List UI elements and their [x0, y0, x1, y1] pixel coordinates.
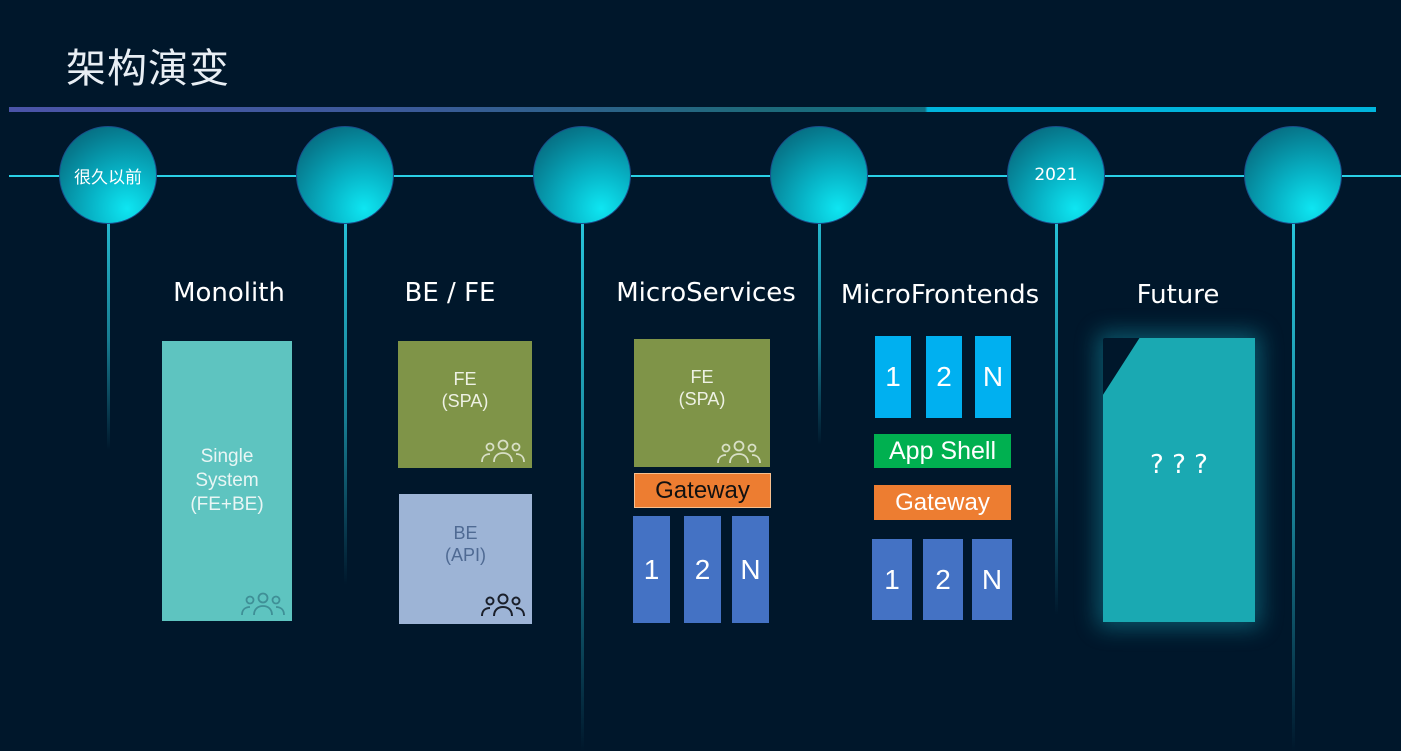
- stage-label-microservices: MicroServices: [616, 278, 796, 308]
- timeline-node-2: [296, 126, 394, 224]
- be-line-1: BE: [453, 523, 478, 543]
- stage-label-monolith: Monolith: [173, 278, 285, 308]
- mf-service-n: N: [972, 539, 1012, 620]
- fe-line-2: (SPA): [441, 390, 489, 411]
- mf-service-1: 1: [872, 539, 912, 620]
- title-underline: [9, 107, 1376, 112]
- ms-gateway: Gateway: [634, 473, 771, 508]
- mf-frontend-2: 2: [926, 336, 962, 418]
- timeline-drop-5: [1055, 175, 1058, 615]
- befe-be-box: BE (API): [399, 494, 532, 624]
- timeline-drop-2: [344, 175, 347, 585]
- befe-fe-box: FE (SPA): [398, 341, 532, 468]
- timeline-node-label: 很久以前: [74, 167, 142, 188]
- be-line-2: (API): [444, 545, 486, 565]
- timeline-node-1: 很久以前: [59, 126, 157, 224]
- monolith-box: Single System (FE+BE): [162, 341, 292, 621]
- timeline-drop-1: [107, 175, 110, 450]
- mf-gateway: Gateway: [874, 485, 1011, 520]
- mf-service-2: 2: [923, 539, 963, 620]
- timeline-node-6: [1244, 126, 1342, 224]
- ms-service-n: N: [732, 516, 769, 623]
- fe-line-2: (SPA): [678, 389, 726, 409]
- people-icon: [481, 593, 525, 617]
- fe-line-1: FE: [453, 368, 477, 389]
- stage-label-befe: BE / FE: [404, 278, 496, 308]
- people-icon: [481, 439, 525, 463]
- fe-line-1: FE: [690, 367, 714, 387]
- timeline-drop-3: [581, 175, 584, 751]
- ms-fe-box: FE (SPA): [634, 339, 770, 467]
- timeline-axis: [9, 175, 1401, 177]
- timeline-drop-6: [1292, 175, 1295, 751]
- people-icon: [241, 592, 285, 616]
- ms-service-2: 2: [684, 516, 721, 623]
- monolith-line-1: Single: [200, 446, 254, 467]
- timeline-node-4: [770, 126, 868, 224]
- ms-service-1: 1: [633, 516, 670, 623]
- stage-label-future: Future: [1136, 280, 1220, 310]
- mf-app-shell: App Shell: [874, 434, 1011, 468]
- monolith-line-2: System: [195, 470, 259, 491]
- timeline-drop-4: [818, 175, 821, 445]
- monolith-line-3: (FE+BE): [190, 494, 264, 515]
- mf-frontend-n: N: [975, 336, 1011, 418]
- timeline-node-label: 2021: [1034, 165, 1078, 185]
- stage-label-microfrontends: MicroFrontends: [840, 280, 1040, 310]
- timeline-node-3: [533, 126, 631, 224]
- mf-frontend-1: 1: [875, 336, 911, 418]
- timeline-node-5: 2021: [1007, 126, 1105, 224]
- page-title: 架构演变: [66, 46, 230, 92]
- future-box: ? ? ?: [1103, 338, 1255, 622]
- people-icon: [717, 440, 761, 464]
- future-unknown: ? ? ?: [1150, 450, 1208, 480]
